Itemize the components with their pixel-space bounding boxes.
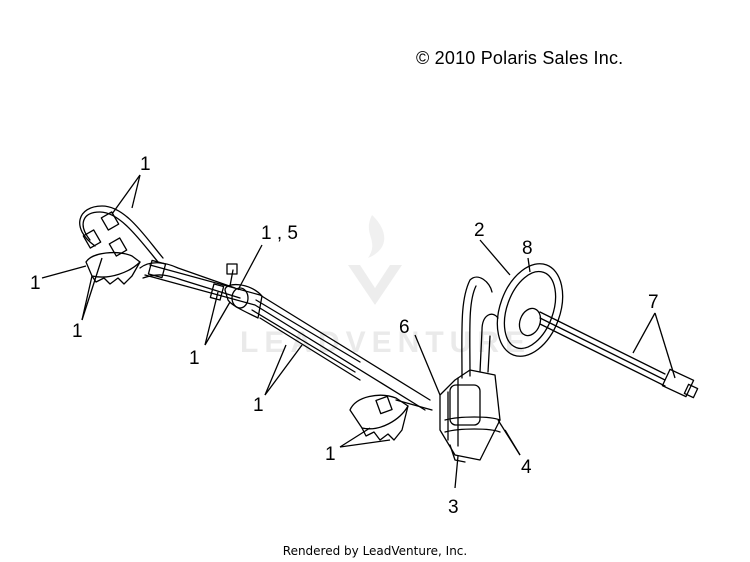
- callout-1-5: 1 , 5: [261, 223, 298, 244]
- callout-4: 4: [521, 457, 532, 478]
- callout-1-left: 1: [30, 273, 41, 294]
- callout-7: 7: [648, 292, 659, 313]
- callout-1-mid: 1: [189, 348, 200, 369]
- callout-8: 8: [522, 238, 533, 259]
- rendered-by-footer: Rendered by LeadVenture, Inc.: [282, 544, 468, 558]
- watermark-text: LEADVENTURE: [240, 326, 531, 359]
- callout-1-top: 1: [140, 154, 151, 175]
- leader-lines: [41, 174, 676, 489]
- callout-1-tube: 1: [253, 395, 264, 416]
- fuel-line-assembly: [79, 205, 699, 463]
- callout-1-lower-left: 1: [72, 321, 83, 342]
- callout-6: 6: [399, 317, 410, 338]
- copyright-notice: © 2010 Polaris Sales Inc.: [416, 48, 624, 68]
- callout-2: 2: [474, 220, 485, 241]
- callout-1-bottom: 1: [325, 444, 336, 465]
- callout-3: 3: [448, 497, 459, 518]
